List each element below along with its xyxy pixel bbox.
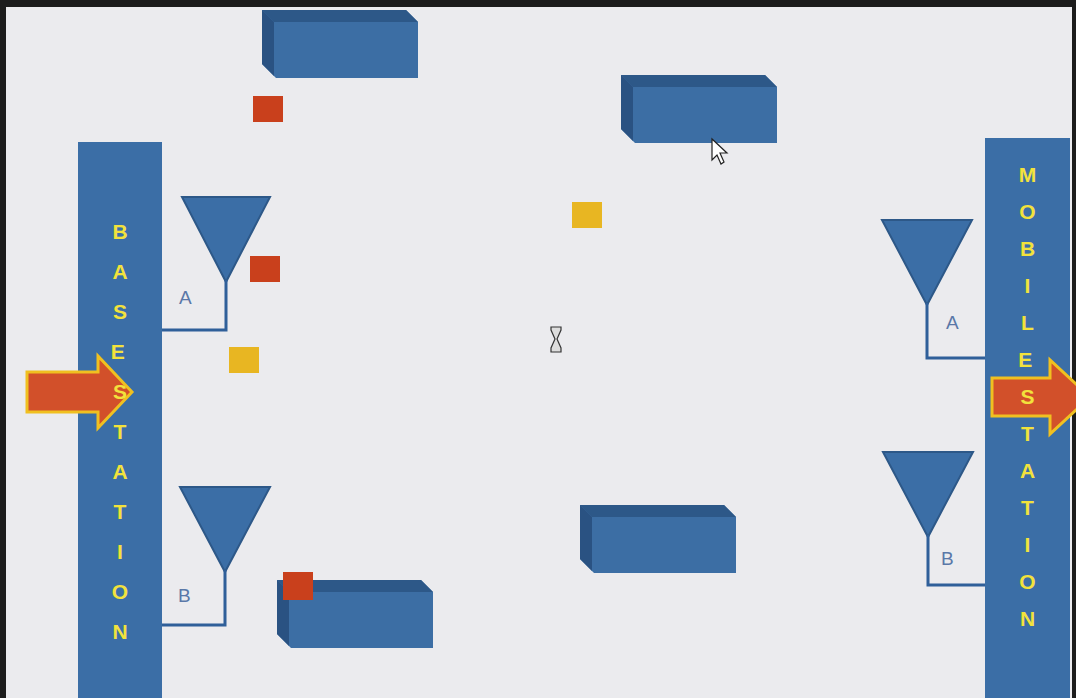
hourglass-cursor: [551, 327, 561, 352]
antenna-label: A: [946, 313, 959, 332]
obstacle-blocks: [262, 10, 777, 648]
signal-packets: [229, 96, 602, 600]
antenna-label: A: [179, 288, 192, 307]
antenna-label: B: [941, 549, 954, 568]
station-name: BASE STATION: [111, 212, 129, 652]
frame-edge: [0, 0, 6, 698]
output-arrow: [992, 360, 1076, 434]
frame-edge: [1072, 0, 1076, 698]
station-band: BASE STATION: [78, 142, 162, 698]
mouse-pointer: [712, 139, 727, 164]
antennas: [160, 197, 987, 625]
input-arrow: [27, 356, 132, 428]
antenna-label: B: [178, 586, 191, 605]
frame-edge: [0, 0, 1076, 7]
station-name: MOBILE STATION: [1018, 156, 1036, 637]
